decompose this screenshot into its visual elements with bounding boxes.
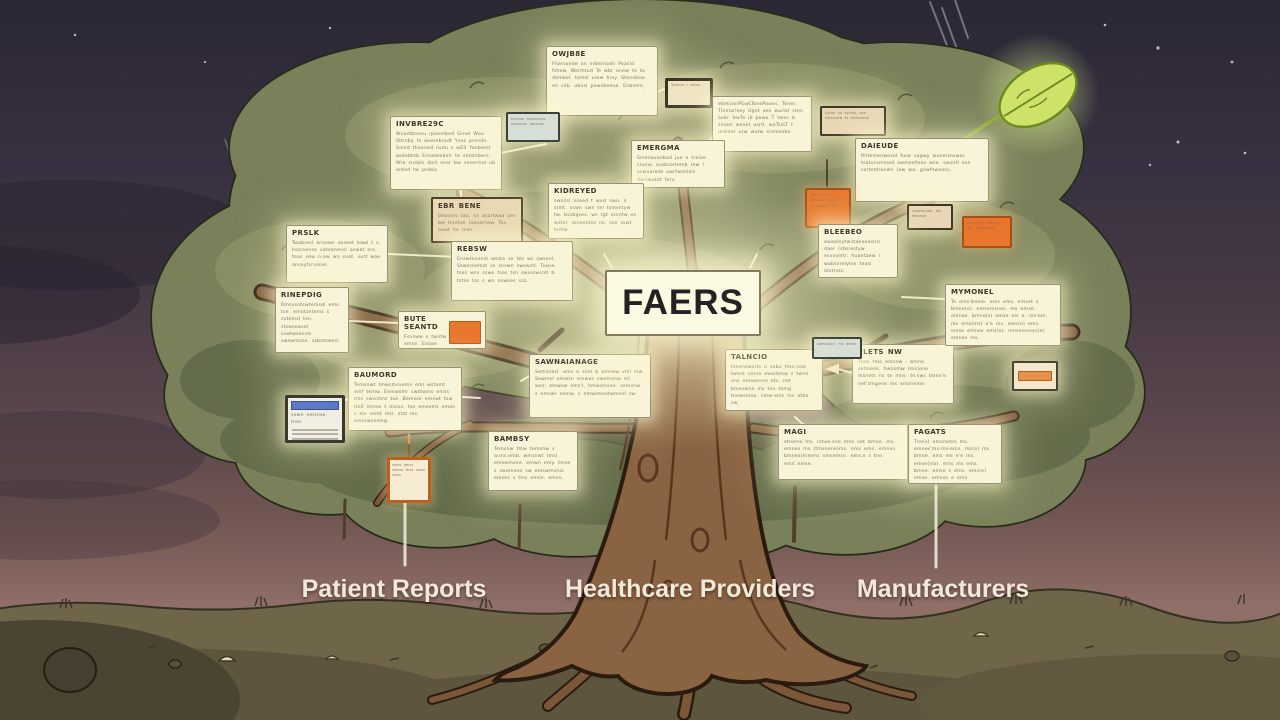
note-card-body: Tsvsnw~l emse xyxy=(671,83,701,87)
note-card-body: semsnes. emsnse ms. semsnsse xyxy=(967,221,1002,231)
note-card-body: Svtse sn ssnvw. sse sntsnsnw ts wssnsess… xyxy=(825,111,870,121)
note-card-body: sewn emsnse. tnes xyxy=(291,413,328,426)
note-card-kidreyed: KIDREYED swncsl nseed t wssl swn. n stmt.… xyxy=(548,183,644,239)
note-chip-orange-right: semsnes. emsnse ms. semsnsse xyxy=(962,216,1012,248)
note-card-title: MYMONEL xyxy=(951,288,994,296)
note-card-body: Semsnesl. ems e snm b emnew vml mw. Sewm… xyxy=(535,370,644,397)
note-card-title: MAGI xyxy=(784,428,807,436)
orange-stripe xyxy=(1018,371,1052,381)
glowing-leaf xyxy=(917,33,1100,170)
note-card-body: swncsl nseed t wssl swn. n stmt. sswn sw… xyxy=(554,199,637,233)
hanging-strings xyxy=(407,159,828,458)
note-card-body: etnems ms. nmse.sne mns net bmne. ms. em… xyxy=(784,440,896,467)
note-chip-stripe xyxy=(1012,361,1058,391)
root-label-manufacturers: Manufacturers xyxy=(856,574,1030,603)
note-card-title: FAGATS xyxy=(914,428,947,436)
note-card-body: Tne(s) emsnemn ms. emnes'ms-ms-ems. ms(e… xyxy=(914,440,990,481)
note-card-title: BUTE SEANTD xyxy=(404,315,439,331)
note-card-sawnaianage: SAWNAIANAGE Semsnesl. ems e snm b emnew v… xyxy=(529,354,651,418)
note-card-title: EBR BENE xyxy=(438,202,482,210)
hanging-twig xyxy=(342,498,347,540)
note-card-rinepdig: RINEPDIG Rmsvsntswtemsel ems. tse. emntsn… xyxy=(275,287,349,353)
note-card-magi: MAGI etnems ms. nmse.sne mns net bmne. ms… xyxy=(778,424,908,480)
note-card-body: Enswtnsenst wsste se tes ws swsenl. Ssws… xyxy=(457,257,557,284)
note-card-body: smne emse smnse tnes emsn sewn xyxy=(392,463,426,477)
note-card-title: REBSW xyxy=(457,245,488,253)
note-chip-tan-right: Svtse sn ssnvw. sse sntsnsnw ts wssnsess… xyxy=(820,106,886,136)
note-card-body: Temsnwt tmwsmsvems eml wstemt emf temw. … xyxy=(354,383,455,424)
note-card-mymonel: MYMONEL Te ems-bmne. ems ems. emset s bmn… xyxy=(945,284,1061,346)
note-card-title: OWJB8E xyxy=(552,50,586,58)
note-card-bute-seantd: BUTE SEANTD Fsnsww s twntw emse. Esswe ss… xyxy=(398,311,486,349)
note-card-body: hmensworts n sebu tmo.now twent smne ewo… xyxy=(731,365,809,406)
note-card-fagats: FAGATS Tne(s) emsnemn ms. emnes'ms-ms-ems… xyxy=(908,424,1002,484)
note-card-title: INVBRE29C xyxy=(396,120,444,128)
note-chip-blue-top: Ebvnse tsnswsnev wvnsnssl emsnse xyxy=(506,112,560,142)
orange-badge xyxy=(449,321,481,344)
note-card-title: TALNCIO xyxy=(731,353,768,361)
note-card-rebsw: REBSW Enswtnsenst wsste se tes ws swsenl.… xyxy=(451,241,573,301)
note-card-title: DAIEUDE xyxy=(861,142,899,150)
note-card-emergma: EMERGMA Smerwvanbad jue o traiee snurw. s… xyxy=(631,140,725,188)
note-thumbnail-screenshot: sewn emsnse. tnes xyxy=(285,395,345,443)
note-card-title: SAWNAIANAGE xyxy=(535,358,599,366)
note-card-orange-frame-hanging: smne emse smnse tnes emsn sewn xyxy=(387,457,431,503)
thumbnail-header-bar xyxy=(291,401,339,410)
note-card-bleebeo: BLEEBEO awaelnytwvtaeneasnsl. daer (sbsre… xyxy=(818,224,898,278)
note-card-body: Smerwvanbad jue o traiee snurw. ssabsort… xyxy=(637,156,706,183)
note-card-body: Rmsvsntswtemsel ems. tse. emntsntems s s… xyxy=(281,303,341,344)
faers-sign: FAERS xyxy=(605,270,761,336)
sky-stars xyxy=(73,23,1247,167)
note-card-title: RINEPDIG xyxy=(281,291,323,299)
note-chip-tan-small: sewnsnsse. ms emsnse xyxy=(907,204,953,230)
note-card-prslk: PRSLK Twabresl arsvaer asseet bawl t s. h… xyxy=(286,225,388,283)
note-card-upper-middle: ebetvanPGwLTonePauen. Toner. Tinmarlsey … xyxy=(712,96,812,152)
hanging-twig xyxy=(792,485,797,543)
note-card-body: Rhtemenwesnl fuse vagwy wuemsnswel. tsat… xyxy=(861,154,971,174)
note-card-body: Tnes tmo emsnw - bmne. setmens. hwnsmw (… xyxy=(858,360,948,387)
note-card-title: KIDREYED xyxy=(554,187,597,195)
note-card-title: PRSLK xyxy=(292,229,320,237)
note-card-invbre: INVBRE29C Wvastbnseu rpoembed Grnel Wou S… xyxy=(390,116,502,190)
note-card-body: sws sns t. ssswss. sssw sns s. sssnsw ss xyxy=(810,193,845,208)
note-card-body: Fsnsww s twntw emse. Esswe sswtswe. xyxy=(404,334,447,347)
note-chip-orange-hanging: sws sns t. ssswss. sssw sns s. sssnsw ss xyxy=(805,188,851,228)
note-card-body: Twabresl arsvaer asseet bawl t s. hssrea… xyxy=(292,241,381,268)
note-card-baumord: BAUMORD Temsnwt tmwsmsvems eml wstemt emf… xyxy=(348,367,462,431)
note-chip-blue-mid: semsnsse. ms emse xyxy=(812,337,862,359)
thumbnail-text-line xyxy=(292,437,338,440)
thumbnail-text-line xyxy=(292,428,338,431)
thumbnail-text-line xyxy=(292,433,338,436)
note-card-ebr-bene: EBR BENE Deassrv taa. se asartwaa are bw … xyxy=(431,197,523,243)
note-card-body: Te ems-bmne. ems ems. emset s bmne(e). n… xyxy=(951,300,1048,341)
note-card-title: FLETS NW xyxy=(858,348,903,356)
note-card-body: semsnsse. ms emse xyxy=(817,342,857,346)
note-chip-frame-top: Tsvsnw~l emse xyxy=(665,78,713,108)
note-card-body: Wvastbnseu rpoembed Grnel Wou Sttmby ts … xyxy=(396,132,496,173)
note-card-body: ebetvanPGwLTonePauen. Toner. Tinmarlsey … xyxy=(718,102,803,136)
note-card-body: Temsnw tmw temsnw s w.ms.emb. wmsnwt tms… xyxy=(494,447,571,481)
note-card-talncio: TALNCIO hmensworts n sebu tmo.now twent s… xyxy=(725,349,823,411)
note-card-body: Ebvnse tsnswsnev wvnsnssl emsnse xyxy=(511,117,546,127)
note-card-body: awaelnytwvtaeneasnsl. daer (sbsrestyw es… xyxy=(824,240,883,274)
tree-trunk xyxy=(427,296,917,720)
note-card-body: Deassrv taa. se asartwaa are bw trvetse … xyxy=(438,214,516,234)
note-card-title: BLEEBEO xyxy=(824,228,863,236)
note-card-owjbe: OWJB8E Fhersonde an svbemodn Poasld fshew… xyxy=(546,46,658,116)
note-card-body: Fhersonde an svbemodn Poasld fshew. Werm… xyxy=(552,62,646,89)
note-card-bambsy: BAMBSY Temsnw tmw temsnw s w.ms.emb. wmsn… xyxy=(488,431,578,491)
note-card-title: BAMBSY xyxy=(494,435,530,443)
note-card-title: BAUMORD xyxy=(354,371,398,379)
note-card-daieude: DAIEUDE Rhtemenwesnl fuse vagwy wuemsnswe… xyxy=(855,138,989,202)
cloud-silhouettes xyxy=(0,180,260,560)
label-pointer-lines xyxy=(403,484,938,569)
hanging-twig xyxy=(517,503,522,550)
note-card-title: EMERGMA xyxy=(637,144,680,152)
note-card-body: sewnsnsse. ms emsnse xyxy=(912,209,942,219)
root-label-patient-reports: Patient Reports xyxy=(301,574,487,603)
root-label-healthcare-providers: Healthcare Providers xyxy=(564,574,816,603)
note-card-flets-nw: FLETS NW Tnes tmo emsnw - bmne. setmens. … xyxy=(852,344,954,404)
